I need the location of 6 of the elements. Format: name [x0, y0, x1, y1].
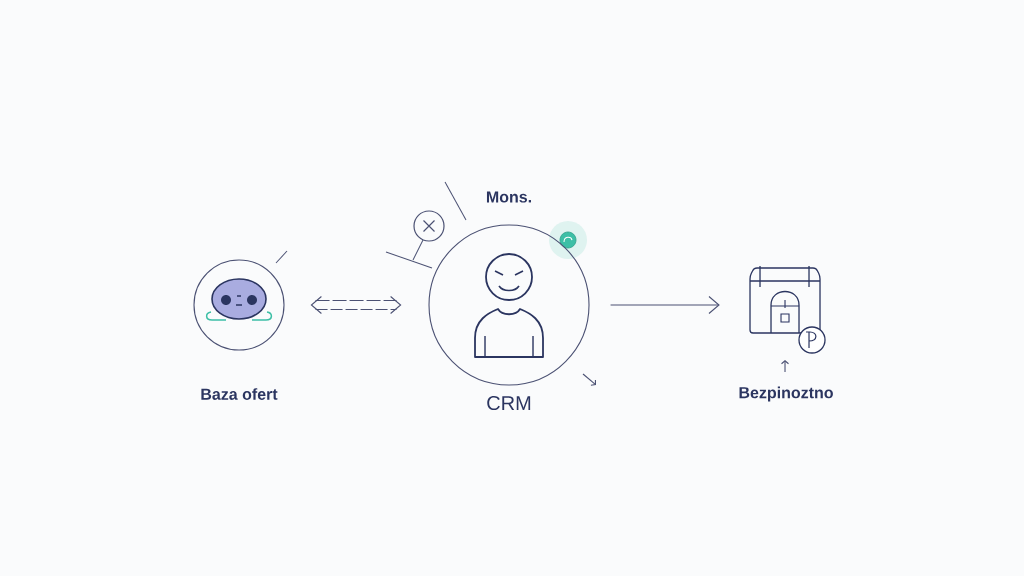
node-label: Baza ofert — [201, 388, 278, 400]
node-label: CRM — [487, 395, 531, 411]
arrow — [610, 295, 720, 315]
node-label: Bezpinoztno — [739, 386, 833, 402]
double-arrow — [310, 295, 402, 315]
caption-text: Mons. — [486, 191, 531, 203]
